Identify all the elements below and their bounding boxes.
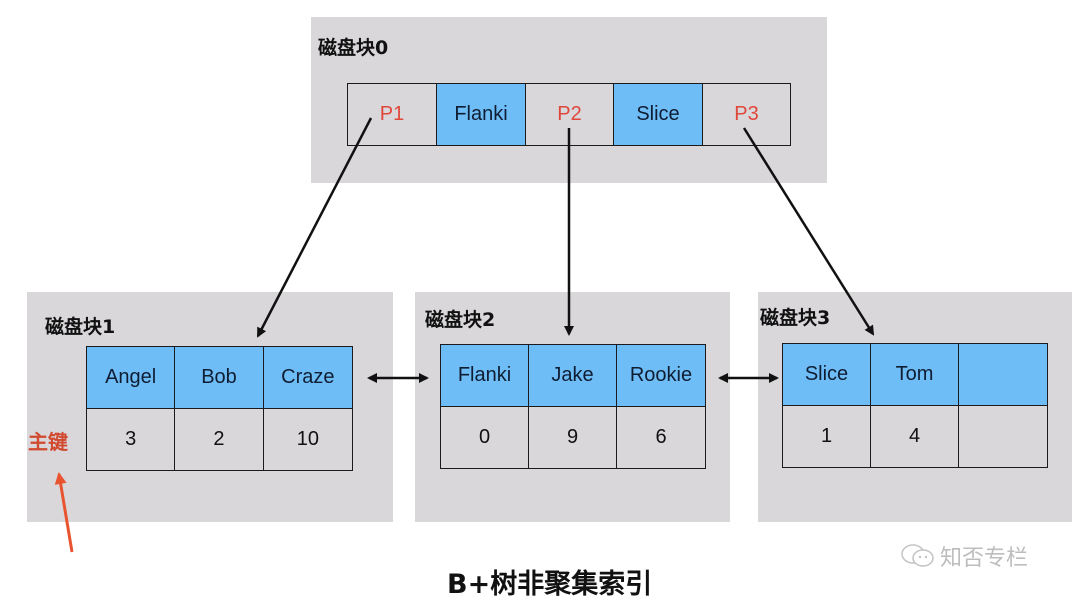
watermark: 知否专栏 xyxy=(900,540,1028,572)
leaf-key: Jake xyxy=(529,345,617,407)
diagram-caption: B+树非聚集索引 xyxy=(447,569,653,600)
disk-block-3: 磁盘块3 Slice Tom 1 4 xyxy=(758,292,1072,522)
primary-key-annotation-arrow xyxy=(54,472,74,553)
disk-block-1-title: 磁盘块1 xyxy=(45,316,116,338)
disk-block-0-title: 磁盘块0 xyxy=(318,37,389,59)
leaf-key-empty xyxy=(959,344,1047,406)
leaf-primary-key: 6 xyxy=(617,407,705,468)
leaf-key: Angel xyxy=(87,347,176,409)
wechat-icon xyxy=(900,543,936,569)
leaf-primary-key: 1 xyxy=(783,406,871,467)
leaf-primary-key: 0 xyxy=(441,407,529,468)
primary-key-label: 主键 xyxy=(28,430,68,454)
leaf-key: Bob xyxy=(175,347,264,409)
leaf-table-2: Flanki Jake Rookie 0 9 6 xyxy=(440,344,706,469)
leaf-primary-key-empty xyxy=(959,406,1047,467)
leaf-primary-key: 3 xyxy=(87,409,176,470)
leaf-table-1: Angel Bob Craze 3 2 10 xyxy=(86,346,353,471)
root-key-slice: Slice xyxy=(614,84,703,145)
disk-block-3-title: 磁盘块3 xyxy=(760,307,831,329)
leaf-primary-key: 2 xyxy=(175,409,264,470)
pointer-p3: P3 xyxy=(703,84,790,145)
leaf-key: Craze xyxy=(263,347,352,409)
leaf-table-3: Slice Tom 1 4 xyxy=(782,343,1048,468)
leaf-primary-key: 4 xyxy=(871,406,959,467)
root-node-row: P1 Flanki P2 Slice P3 xyxy=(347,83,791,146)
leaf-key: Rookie xyxy=(617,345,705,407)
root-key-flanki: Flanki xyxy=(437,84,526,145)
watermark-text: 知否专栏 xyxy=(940,546,1029,571)
disk-block-1: 磁盘块1 Angel Bob Craze 3 2 10 xyxy=(27,292,393,522)
leaf-primary-key: 9 xyxy=(529,407,617,468)
disk-block-0: 磁盘块0 P1 Flanki P2 Slice P3 xyxy=(311,17,827,183)
leaf-primary-key: 10 xyxy=(263,409,352,470)
leaf-key: Slice xyxy=(783,344,871,406)
leaf-key: Flanki xyxy=(441,345,529,407)
pointer-arrow-p1 xyxy=(256,117,373,338)
pointer-arrow-p3 xyxy=(742,127,875,336)
disk-block-2-title: 磁盘块2 xyxy=(425,309,496,331)
leaf-key: Tom xyxy=(871,344,959,406)
